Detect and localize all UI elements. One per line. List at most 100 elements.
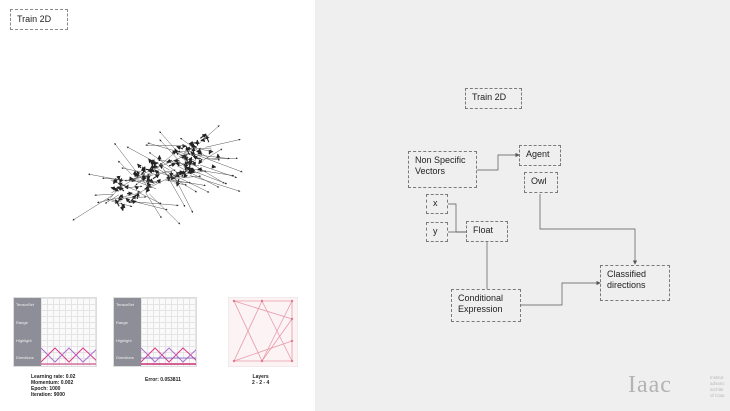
vector-arrow bbox=[175, 161, 180, 167]
vector-arrow bbox=[183, 163, 189, 169]
vector-arrow bbox=[111, 173, 144, 194]
left-panel: Train 2D TensorSet Range Highlight Direc… bbox=[0, 0, 315, 411]
logo-sub-line-1: Institut bbox=[710, 375, 724, 380]
iteration-text: Iteration: 9000 bbox=[31, 392, 65, 398]
logo-sub-line-4: of Cata bbox=[710, 393, 725, 398]
vector-arrow bbox=[192, 155, 200, 161]
vector-arrow bbox=[137, 163, 142, 169]
vector-arrow bbox=[119, 178, 124, 184]
node-conditional-expression: Conditional Expression bbox=[451, 289, 521, 322]
connector-vectors-agent bbox=[477, 152, 520, 171]
vector-arrow bbox=[145, 167, 154, 172]
vector-arrow bbox=[114, 199, 120, 207]
vector-arrow bbox=[209, 157, 238, 160]
vector-arrow bbox=[126, 191, 133, 196]
learning-rate-text: Learning rate: 0.02 bbox=[31, 374, 76, 380]
vector-arrow bbox=[199, 133, 207, 139]
vector-arrow bbox=[206, 158, 221, 161]
panel-1-grid bbox=[41, 298, 96, 366]
vector-arrow bbox=[128, 199, 137, 205]
vector-arrow bbox=[193, 153, 243, 173]
vector-arrow bbox=[125, 185, 143, 189]
node-non-specific-vectors: Non Specific Vectors bbox=[408, 151, 477, 188]
node-x: x bbox=[426, 194, 448, 214]
vector-arrow bbox=[176, 145, 184, 150]
vector-arrow bbox=[118, 196, 123, 201]
connector-conditional-classified bbox=[521, 280, 601, 306]
vector-arrow bbox=[125, 197, 131, 203]
vector-arrow bbox=[174, 182, 187, 186]
vector-arrow bbox=[148, 178, 154, 183]
vector-arrow bbox=[188, 160, 194, 166]
panel-1-label-range: Range bbox=[16, 320, 28, 325]
vector-arrow bbox=[166, 158, 172, 163]
vector-arrow bbox=[200, 164, 237, 179]
vector-arrow bbox=[149, 193, 181, 225]
epoch-text: Epoch: 1000 bbox=[31, 386, 61, 392]
panel-2-label-range: Range bbox=[116, 320, 128, 325]
vector-arrow bbox=[136, 191, 162, 205]
vector-arrow bbox=[117, 186, 125, 192]
vector-arrow bbox=[196, 150, 203, 155]
vector-arrow bbox=[112, 178, 118, 184]
panel-1-label-tensorset: TensorSet bbox=[16, 302, 35, 307]
vector-arrow bbox=[117, 195, 147, 199]
vector-arrow bbox=[216, 153, 221, 159]
vector-arrow bbox=[175, 171, 184, 176]
vector-arrow bbox=[145, 192, 162, 219]
vector-arrow bbox=[146, 177, 151, 186]
training-params-caption: Learning rate: 0.02 Momentum: 0.002 Epoc… bbox=[31, 374, 75, 398]
vector-arrow bbox=[148, 152, 185, 178]
vector-arrow bbox=[130, 194, 137, 202]
vector-arrow bbox=[148, 158, 154, 165]
vector-arrow bbox=[154, 166, 198, 193]
vector-arrow bbox=[147, 142, 188, 155]
vector-arrow bbox=[102, 177, 156, 184]
vector-arrow bbox=[154, 169, 160, 175]
vector-arrow bbox=[205, 138, 241, 148]
error-caption: Error: 0.053811 bbox=[145, 377, 181, 383]
node-agent: Agent bbox=[519, 145, 561, 166]
vector-arrow bbox=[189, 169, 196, 174]
vector-arrow bbox=[191, 146, 214, 153]
network-panel-2: TensorSet Range Highlight Directions bbox=[113, 297, 197, 367]
vector-arrow bbox=[131, 179, 161, 184]
vector-arrow bbox=[185, 146, 190, 155]
vector-arrow bbox=[121, 167, 145, 173]
node-float: Float bbox=[466, 221, 508, 242]
layers-label: Layers bbox=[252, 374, 269, 380]
vector-arrow bbox=[94, 194, 114, 197]
panel-2-label-directions: Directions bbox=[116, 355, 134, 360]
panel-2-label-tensorset: TensorSet bbox=[116, 302, 135, 307]
vector-arrow bbox=[211, 164, 217, 169]
vector-arrow bbox=[208, 149, 213, 155]
vector-arrow bbox=[152, 173, 160, 180]
vector-arrow bbox=[168, 162, 177, 167]
layers-value: 2 - 2 - 4 bbox=[252, 380, 270, 386]
connector-x-float bbox=[448, 203, 466, 233]
right-panel bbox=[315, 0, 730, 411]
panel-2-label-highlight: Highlight bbox=[116, 338, 132, 343]
layers-caption: Layers 2 - 2 - 4 bbox=[252, 374, 269, 386]
vector-arrow bbox=[189, 175, 241, 192]
panel-2-curves bbox=[141, 347, 196, 365]
vector-arrow bbox=[119, 206, 125, 212]
panel-1-sidebar: TensorSet Range Highlight Directions bbox=[14, 298, 41, 366]
panel-1-label-highlight: Highlight bbox=[16, 338, 32, 343]
vector-arrow bbox=[141, 173, 146, 181]
logo-sub-line-2: advanc bbox=[710, 381, 725, 386]
connector-owl-classified bbox=[539, 194, 638, 265]
vector-arrow bbox=[175, 178, 181, 187]
vector-arrow bbox=[189, 169, 228, 185]
vector-arrow bbox=[110, 186, 118, 191]
vector-arrow bbox=[191, 143, 197, 148]
logo-sub-line-3: archite bbox=[710, 387, 724, 392]
iaac-logo: Iaac bbox=[628, 372, 672, 398]
panel-1-curves bbox=[41, 347, 96, 365]
node-owl: Owl bbox=[524, 172, 558, 193]
vector-field-visualization bbox=[72, 125, 243, 225]
vector-arrow bbox=[72, 194, 114, 221]
vector-arrow bbox=[177, 162, 187, 168]
vector-arrow bbox=[198, 158, 203, 165]
